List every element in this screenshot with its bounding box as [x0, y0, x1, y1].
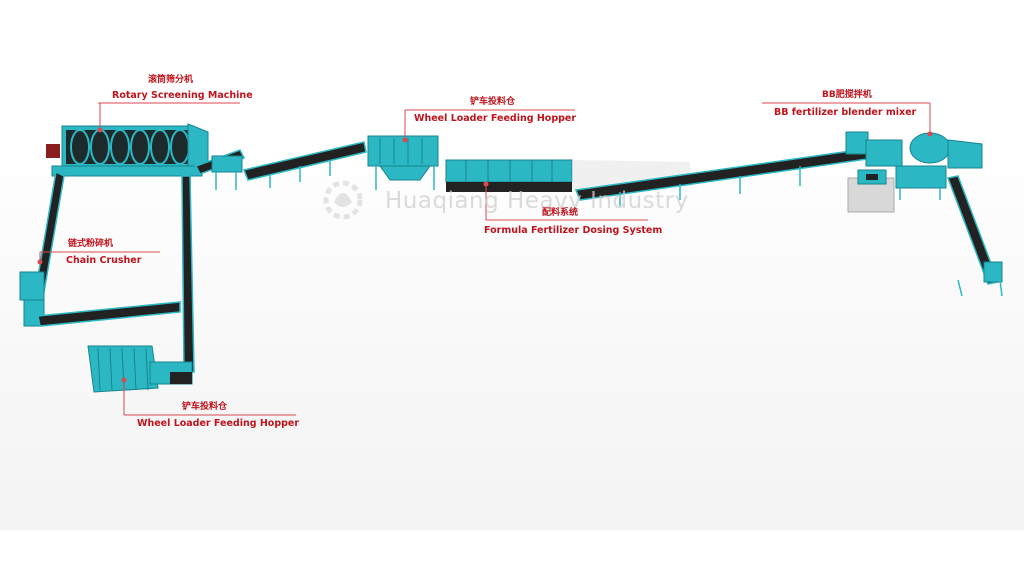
- bottom-hopper-cn-label: 铲车投料仓: [182, 402, 228, 412]
- leader-lines: [39, 102, 931, 416]
- top-feeding-hopper: [367, 135, 439, 190]
- rotary-screening-cn-label: 滚筒筛分机: [148, 75, 194, 85]
- discharge-conveyor: [946, 175, 1003, 297]
- chain-crusher-cn-label: 链式粉碎机: [68, 239, 114, 249]
- incline-conveyor-1: [242, 141, 367, 188]
- bottom-feeding-hopper: [87, 345, 193, 393]
- left-conveyor-system: [19, 149, 246, 373]
- watermark-text: Huaqiang Heavy Industry: [385, 188, 689, 214]
- dosing-system-cn-label: 配料系统: [542, 208, 579, 218]
- top-hopper-en-label: Wheel Loader Feeding Hopper: [414, 113, 577, 124]
- leader-dots: [37, 127, 933, 383]
- gear-leaf-logo-icon: [323, 180, 363, 220]
- rotary-screening-en-label: Rotary Screening Machine: [112, 90, 253, 101]
- top-hopper-cn-label: 铲车投料仓: [470, 97, 516, 107]
- chain-crusher-en-label: Chain Crusher: [66, 255, 142, 266]
- blender-mixer-cn-label: BB肥搅拌机: [822, 90, 872, 100]
- bottom-hopper-en-label: Wheel Loader Feeding Hopper: [137, 418, 300, 429]
- blender-mixer-en-label: BB fertilizer blender mixer: [774, 107, 917, 118]
- bb-blender-mixer: [845, 131, 983, 213]
- dosing-system-en-label: Formula Fertilizer Dosing System: [484, 225, 663, 236]
